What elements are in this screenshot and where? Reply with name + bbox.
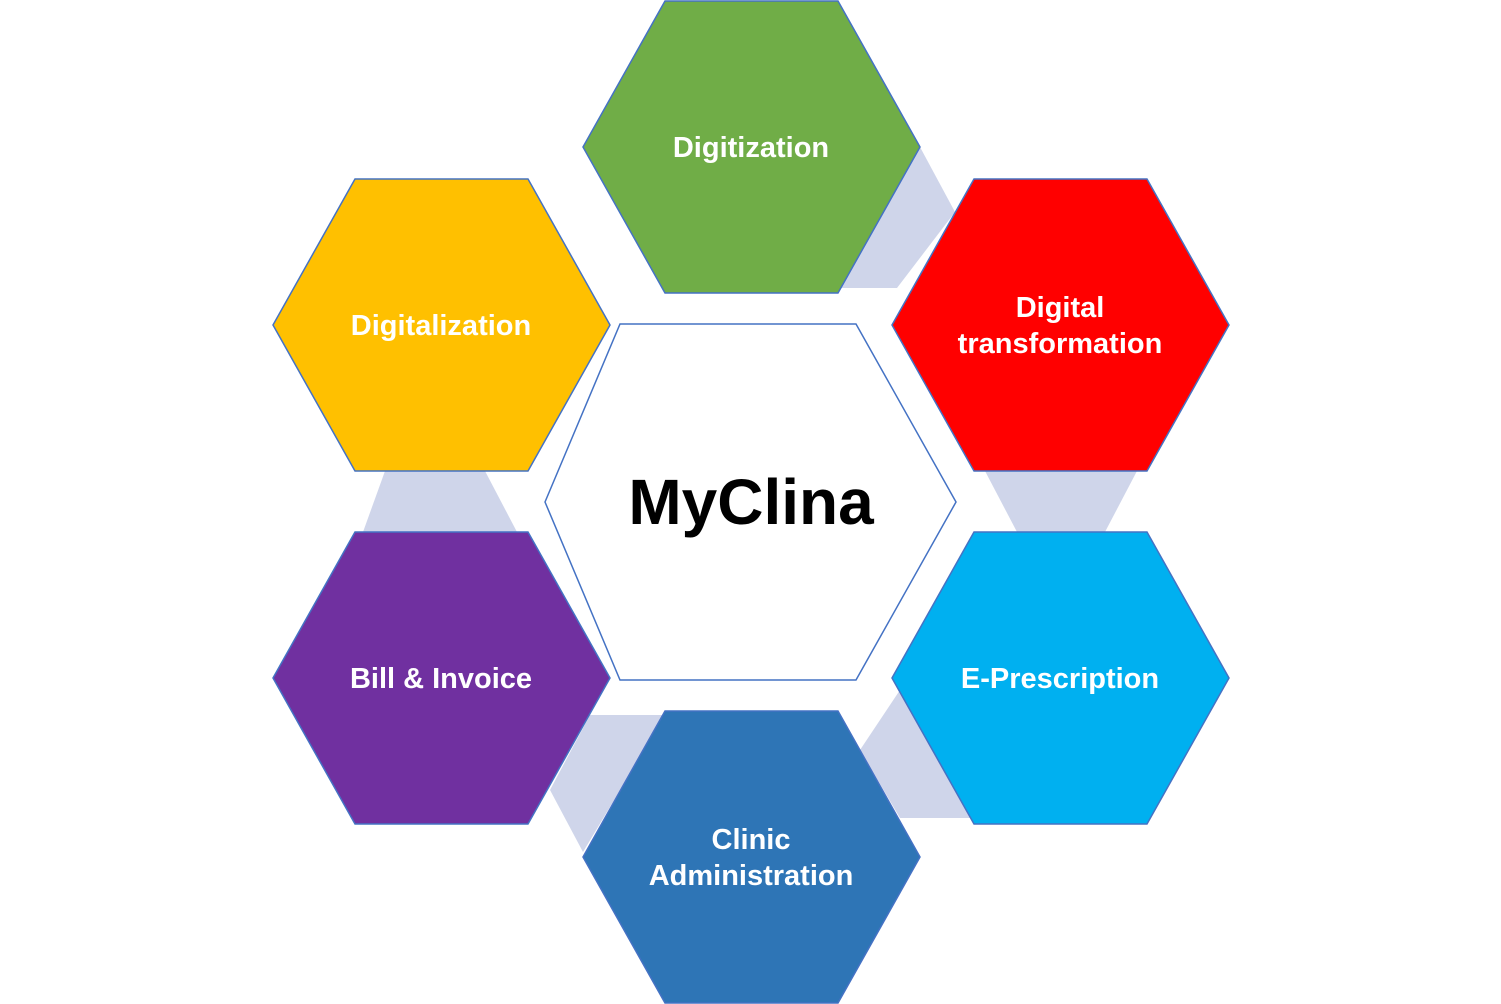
hex-shape: [272, 531, 611, 825]
hex-shape: [582, 710, 921, 1004]
hex-digitization: Digitization: [582, 0, 921, 294]
connector-0: [840, 147, 955, 288]
center-hexagon: MyClina: [544, 323, 957, 681]
hex-shape: [272, 178, 611, 472]
hex-shape: [891, 178, 1230, 472]
hex-shape: [582, 0, 921, 294]
hex-label: Clinic: [712, 824, 791, 856]
hex-label: Administration: [649, 860, 854, 892]
hex-label: E-Prescription: [961, 663, 1159, 695]
hex-digitalization: Digitalization: [272, 178, 611, 472]
hex-label: Digital: [1016, 292, 1105, 324]
connector-3: [550, 715, 665, 852]
hex-shape: [891, 531, 1230, 825]
center-label: MyClina: [628, 466, 874, 538]
hex-label: transformation: [958, 328, 1163, 360]
hex-label: Digitization: [673, 132, 829, 164]
hex-label: Bill & Invoice: [350, 663, 532, 695]
hex-e-prescription: E-Prescription: [891, 531, 1230, 825]
connector-2: [860, 690, 972, 818]
connectors: [363, 147, 1137, 852]
hex-bill-invoice: Bill & Invoice: [272, 531, 611, 825]
connector-1: [985, 471, 1137, 532]
hex-digital-transformation: Digital transformation: [891, 178, 1230, 472]
connector-4: [363, 471, 517, 532]
hex-label: Digitalization: [351, 310, 531, 342]
center-hex-shape: [544, 323, 957, 681]
